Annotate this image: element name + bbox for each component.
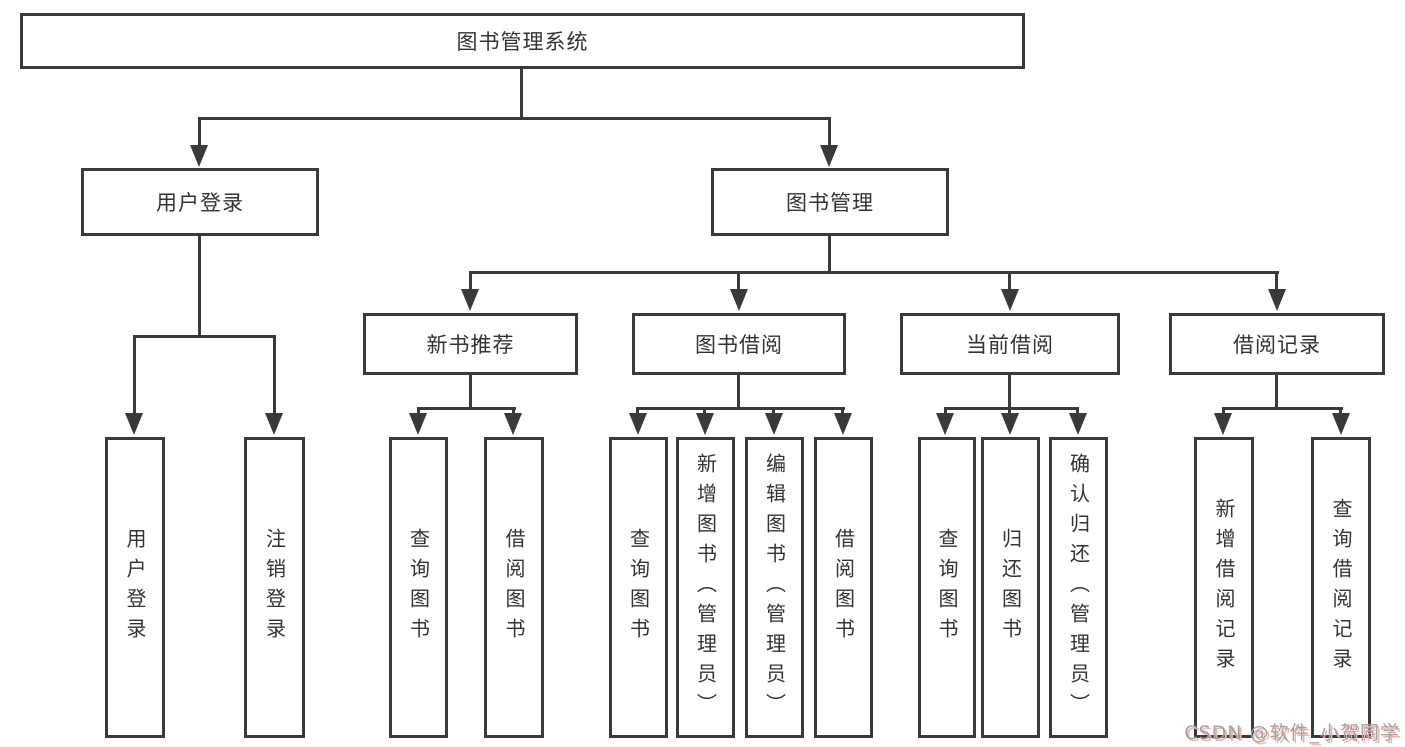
leaf-label: 查询借阅记录	[1329, 497, 1353, 678]
node-borrow-record-label: 借阅记录	[1233, 333, 1321, 357]
leaf-label: 编辑图书（管理员）	[762, 452, 787, 723]
leaf-label: 用户登录	[123, 527, 147, 648]
connector-drop	[772, 407, 775, 416]
connector-drop-logout	[273, 335, 276, 415]
connector-arrowhead	[1069, 413, 1087, 435]
connector-arrowhead	[1268, 289, 1286, 311]
connector-arrowhead	[936, 413, 954, 435]
leaf-query-books-2-box: 查询图书	[609, 437, 668, 738]
node-book-management-box: 图书管理	[711, 168, 949, 236]
connector-arrowhead	[1214, 413, 1232, 435]
connector-arrowhead	[409, 413, 427, 435]
leaf-query-borrow-record-box: 查询借阅记录	[1311, 437, 1371, 738]
connector-drop	[841, 407, 844, 416]
leaf-add-borrow-record-box: 新增借阅记录	[1194, 437, 1254, 738]
connector-arrowhead	[265, 413, 283, 435]
connector-drop-user-login	[198, 117, 201, 147]
leaf-query-books-1-box: 查询图书	[389, 437, 448, 738]
connector-arrowhead	[629, 413, 647, 435]
connector-arrowhead	[461, 289, 479, 311]
connector-arrowhead	[765, 413, 783, 435]
connector-drop-borrow-record	[1275, 271, 1278, 291]
leaf-borrow-books-2-box: 借阅图书	[814, 437, 873, 738]
connector-new-book-branch	[417, 407, 516, 410]
node-user-login-label: 用户登录	[156, 191, 244, 215]
connector-drop-current-borrow	[1008, 271, 1011, 291]
connector-drop-book-management	[828, 117, 831, 147]
connector-arrowhead	[1001, 289, 1019, 311]
node-book-borrow-box: 图书借阅	[632, 313, 846, 375]
connector-drop	[512, 407, 515, 416]
node-root-box: 图书管理系统	[20, 13, 1025, 69]
node-book-management-label: 图书管理	[786, 191, 874, 215]
node-root-label: 图书管理系统	[456, 30, 589, 54]
connector-arrowhead	[1332, 413, 1350, 435]
connector-drop	[1339, 407, 1342, 416]
connector-arrowhead	[820, 145, 838, 167]
leaf-label: 新增图书（管理员）	[693, 452, 718, 723]
leaf-add-books-admin-box: 新增图书（管理员）	[676, 437, 735, 738]
leaf-user-login-box: 用户登录	[105, 437, 165, 738]
connector-arrowhead	[190, 145, 208, 167]
connector-user-login-stub	[198, 236, 201, 337]
connector-current-borrow-branch	[944, 407, 1079, 410]
connector-arrowhead	[504, 413, 522, 435]
connector-arrowhead	[125, 413, 143, 435]
connector-arrowhead	[730, 289, 748, 311]
leaf-label: 借阅图书	[831, 527, 856, 648]
connector-root-stub	[520, 69, 523, 118]
leaf-label: 确认归还（管理员）	[1066, 452, 1091, 723]
node-borrow-record-box: 借阅记录	[1169, 313, 1385, 375]
leaf-label: 借阅图书	[502, 527, 526, 648]
connector-drop-new-book	[469, 271, 472, 291]
connector-drop	[417, 407, 420, 416]
connector-book-management-branch	[469, 271, 1279, 274]
connector-book-borrow-stub	[737, 375, 740, 409]
connector-book-management-stub	[828, 236, 831, 274]
connector-drop-book-borrow	[737, 271, 740, 291]
node-current-borrow-label: 当前借阅	[966, 333, 1054, 357]
leaf-query-books-3-box: 查询图书	[918, 437, 976, 738]
connector-drop	[636, 407, 639, 416]
connector-arrowhead	[696, 413, 714, 435]
connector-drop	[1008, 407, 1011, 416]
leaf-label: 注销登录	[262, 527, 287, 648]
csdn-watermark: CSDN @软件_小贺同学	[1184, 722, 1400, 744]
node-new-book-recommend-box: 新书推荐	[363, 313, 578, 375]
connector-root-branch	[198, 117, 831, 120]
node-book-borrow-label: 图书借阅	[695, 333, 783, 357]
connector-drop	[1222, 407, 1225, 416]
leaf-label: 归还图书	[998, 527, 1023, 648]
connector-book-borrow-branch	[636, 407, 845, 410]
leaf-borrow-books-1-box: 借阅图书	[484, 437, 544, 738]
leaf-label: 查询图书	[626, 527, 651, 648]
connector-drop	[703, 407, 706, 416]
leaf-logout-box: 注销登录	[244, 437, 305, 738]
connector-borrow-record-stub	[1275, 375, 1278, 409]
leaf-edit-books-admin-box: 编辑图书（管理员）	[745, 437, 804, 738]
connector-current-borrow-stub	[1008, 375, 1011, 409]
connector-drop-login	[133, 335, 136, 415]
leaf-label: 查询图书	[406, 527, 431, 648]
leaf-confirm-return-admin-box: 确认归还（管理员）	[1049, 437, 1108, 738]
node-user-login-box: 用户登录	[81, 168, 319, 236]
node-new-book-recommend-label: 新书推荐	[426, 333, 515, 357]
connector-user-login-branch	[133, 335, 276, 338]
node-current-borrow-box: 当前借阅	[900, 313, 1120, 375]
leaf-return-books-box: 归还图书	[981, 437, 1040, 738]
leaf-label: 查询图书	[935, 527, 959, 648]
connector-drop	[1076, 407, 1079, 416]
connector-borrow-record-branch	[1222, 407, 1343, 410]
connector-arrowhead	[1001, 413, 1019, 435]
connector-arrowhead	[834, 413, 852, 435]
connector-new-book-stub	[469, 375, 472, 409]
connector-drop	[944, 407, 947, 416]
leaf-label: 新增借阅记录	[1212, 497, 1236, 678]
